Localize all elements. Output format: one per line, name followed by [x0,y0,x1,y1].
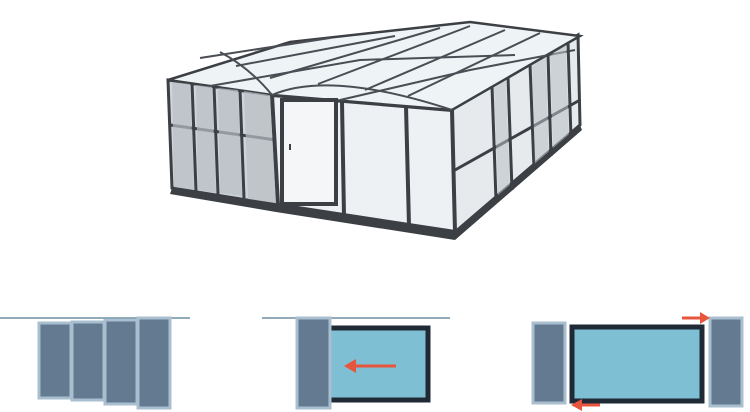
sliding-panel [70,320,106,402]
roof-frame [199,25,576,111]
pool [317,325,431,403]
enclosure-base [170,125,582,240]
arrow-left-icon [571,399,600,411]
diagram-opening [262,316,450,410]
sliding-panel [103,318,139,406]
sliding-panel [136,316,172,410]
diagram-closed [0,316,190,410]
pool-enclosure-illustration [166,20,584,240]
sliding-panel [531,321,567,405]
arrow-left-icon [344,359,396,373]
sliding-panel [37,321,73,400]
pool [569,324,705,404]
right-wall-mesh [494,45,569,198]
sliding-panel [295,316,332,410]
arrow-right-icon [682,312,710,324]
diagram-open [531,312,744,411]
sliding-panel [708,316,744,408]
front-wall-frame [280,98,411,227]
front-door [284,102,334,202]
left-wall-mesh [172,82,276,203]
